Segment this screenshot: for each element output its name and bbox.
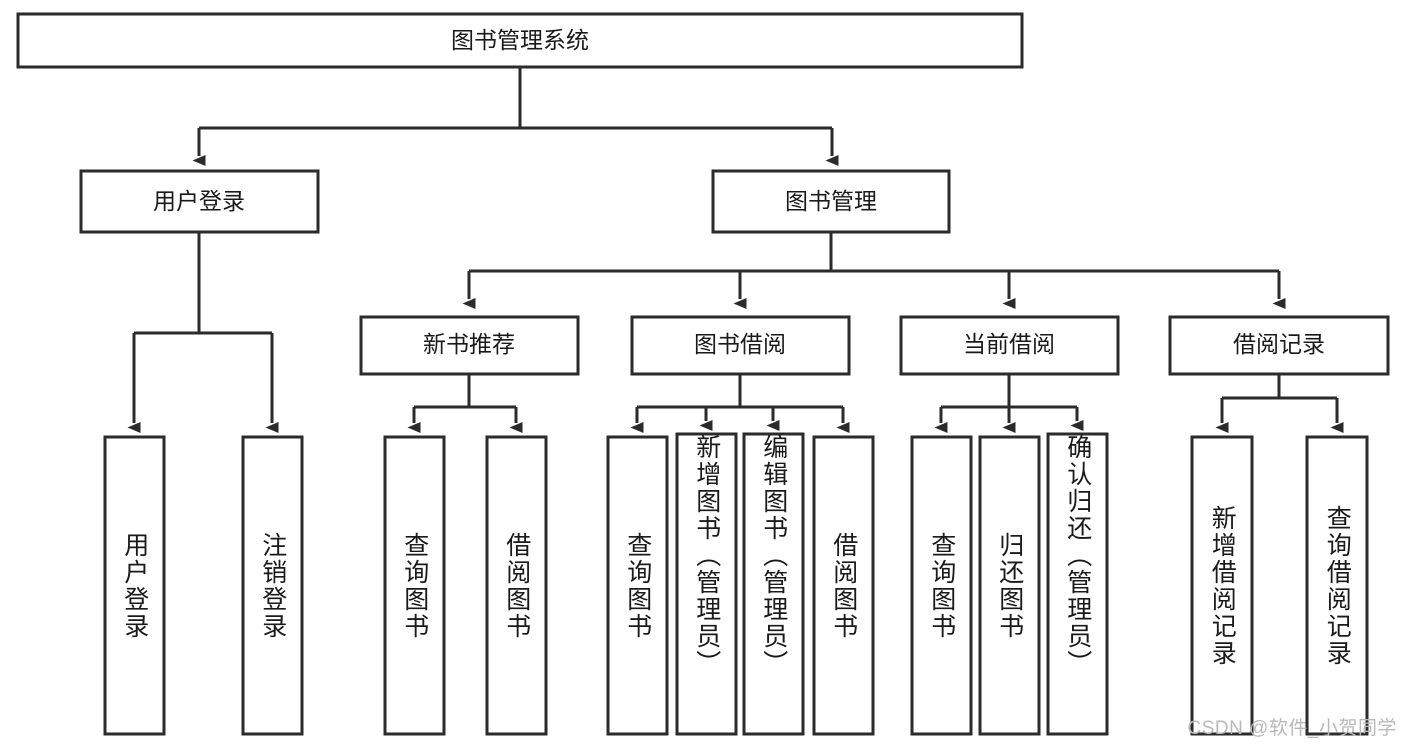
leaf-box-book-borrow-2[interactable] (742, 432, 805, 736)
connector-user-login-to-leaves (127, 232, 279, 433)
node-root[interactable]: 图书管理系统 (16, 12, 1024, 69)
node-borrow-record[interactable]: 借阅记录 (1168, 315, 1390, 376)
leaf-box-new-book-recommend-0[interactable] (383, 435, 446, 736)
node-user-login-label: 用户登录 (153, 188, 245, 214)
node-book-management-label: 图书管理 (785, 188, 877, 214)
leaf-box-current-borrow-1[interactable] (978, 435, 1041, 736)
node-user-login-box[interactable] (79, 169, 320, 234)
node-root-label: 图书管理系统 (451, 27, 589, 53)
node-current-borrow-box[interactable] (899, 315, 1120, 376)
leaf-box-borrow-record-1[interactable] (1305, 435, 1369, 736)
leaf-box-book-borrow-0[interactable] (606, 435, 669, 736)
node-new-book-recommend[interactable]: 新书推荐 (359, 315, 580, 376)
node-current-borrow-label: 当前借阅 (963, 331, 1055, 357)
node-book-borrow-label: 图书借阅 (694, 331, 786, 357)
node-new-book-recommend-box[interactable] (359, 315, 580, 376)
leaf-box-current-borrow-0[interactable] (910, 435, 973, 736)
connector-book-management-to-level3 (462, 232, 1286, 309)
connector-current-borrow-to-leaves (934, 374, 1084, 433)
connector-root-to-level2 (192, 67, 839, 166)
node-user-login[interactable]: 用户登录 (79, 169, 320, 234)
leaf-box-borrow-record-0[interactable] (1190, 435, 1254, 736)
leaf-box-new-book-recommend-1[interactable] (485, 435, 548, 736)
node-root-box[interactable] (16, 12, 1024, 69)
leaf-box-user-login-0[interactable] (103, 435, 166, 736)
node-book-management[interactable]: 图书管理 (711, 169, 951, 234)
leaf-box-book-borrow-1[interactable] (675, 432, 738, 736)
leaf-box-book-borrow-3[interactable] (812, 435, 875, 736)
leaf-box-current-borrow-2[interactable] (1046, 432, 1109, 736)
node-book-borrow[interactable]: 图书借阅 (630, 315, 851, 376)
watermark: CSDN @软件_小贺同学 (1187, 718, 1397, 739)
connector-book-borrow-to-leaves (630, 374, 850, 433)
node-current-borrow[interactable]: 当前借阅 (899, 315, 1120, 376)
connector-new-book-recommend-to-leaves (407, 374, 523, 433)
leaf-box-user-login-1[interactable] (241, 435, 304, 736)
node-borrow-record-label: 借阅记录 (1233, 331, 1325, 357)
node-new-book-recommend-label: 新书推荐 (423, 331, 515, 357)
connector-borrow-record-to-leaves (1215, 374, 1344, 433)
